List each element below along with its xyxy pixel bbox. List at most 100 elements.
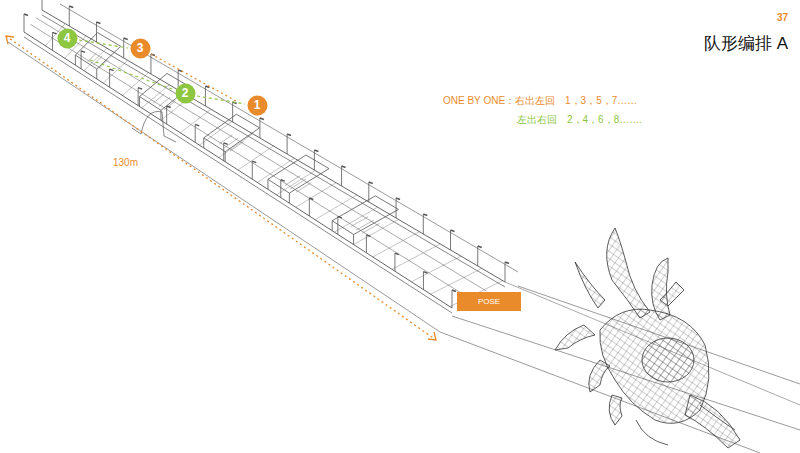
dragon-part [660, 282, 684, 306]
bridge-line [30, 24, 470, 299]
bridge-line [259, 118, 260, 138]
bridge-line [332, 221, 353, 235]
bridge-line [150, 54, 151, 74]
bridge-line [373, 232, 420, 257]
bridge-line [362, 224, 380, 234]
callout-number: 4 [64, 31, 71, 45]
bridge-line [195, 124, 199, 126]
bridge-line [109, 69, 110, 87]
bridge-line [354, 209, 399, 234]
bridge-line [277, 170, 316, 194]
dimension-line [6, 36, 436, 340]
bridge-line [396, 198, 400, 200]
circle-fill [175, 83, 195, 103]
bridge-line [225, 152, 226, 162]
bridge-line [42, 15, 505, 287]
bridge-line [332, 221, 333, 231]
dimension-arrow [6, 36, 14, 44]
callout-circle: 3 [130, 38, 151, 59]
bridge-line [289, 193, 290, 203]
bridge-line [452, 290, 456, 292]
route-line [197, 96, 245, 104]
bridge-line [296, 183, 312, 193]
bridge-line [314, 150, 315, 170]
bridge-line [351, 217, 368, 227]
bridge-line [8, 42, 440, 332]
bridge-line [75, 55, 76, 65]
route-line [79, 40, 128, 48]
bridge-line [451, 230, 455, 232]
bridge-line [52, 32, 53, 50]
circle-fill [57, 28, 77, 48]
bridge-line [24, 32, 452, 308]
bridge-line [396, 198, 397, 218]
bridge-line [368, 182, 369, 202]
bridge-line [225, 128, 259, 152]
page-title: 队形编排 A [704, 34, 788, 54]
bridge-line [280, 180, 281, 198]
bridge-line [164, 101, 176, 110]
bridge-line [139, 97, 140, 107]
bridge-line [309, 198, 313, 200]
bridge-line [431, 268, 482, 294]
bridge-line [225, 138, 238, 148]
bridge-line [204, 114, 237, 138]
bridge-line [24, 14, 28, 16]
bridge-line [440, 332, 760, 453]
circle-fill [247, 95, 267, 115]
bridge-line [159, 97, 170, 106]
route-line [90, 60, 175, 90]
bridge-line [42, 10, 505, 282]
circle-fill [130, 38, 150, 58]
bridge-line [423, 214, 424, 234]
bridge-line [223, 143, 224, 161]
bridge-line [252, 161, 256, 163]
callout-circle: 2 [175, 83, 196, 104]
bridge-line [24, 37, 452, 313]
dragon-part [685, 395, 740, 448]
bridge-line [84, 48, 107, 71]
dragon-part [607, 228, 650, 318]
bridge-line [123, 38, 124, 58]
bridge-line [96, 22, 97, 42]
bridge-line [96, 69, 97, 79]
bridge-line [375, 196, 398, 210]
bridge-line [287, 134, 288, 154]
callout-number: 1 [254, 98, 261, 112]
bridge-line [124, 38, 128, 40]
bridge-line [138, 88, 139, 106]
route-note: ONE BY ONE：右出左回 1，3，5，7…… [443, 95, 637, 107]
box-fill [457, 292, 521, 311]
bridge-line [267, 179, 268, 189]
bridge-line [224, 143, 228, 145]
bridge-line [423, 272, 427, 274]
bridge-line [252, 161, 253, 179]
bridge-line [477, 246, 478, 266]
bridge-line [366, 235, 367, 253]
bridge-line [315, 195, 357, 220]
bridge-line [69, 6, 70, 26]
bridge-line [356, 220, 374, 230]
dimension-arrow [428, 332, 436, 340]
bridge-line [268, 155, 306, 179]
bridge-line [230, 142, 244, 152]
pose-box: POSE [457, 292, 521, 311]
bridge-line [60, 4, 518, 272]
bridge-line [287, 134, 291, 136]
bridge-line [289, 169, 329, 193]
bridge-line [353, 235, 354, 245]
bridge-line [36, 18, 487, 291]
bridge-line [232, 102, 233, 122]
bridge-line [205, 86, 206, 106]
bridge-line [236, 114, 259, 128]
bridge-line [354, 219, 399, 244]
dragon-part [609, 395, 622, 425]
bridge-line [81, 51, 82, 69]
bridge-line [392, 244, 440, 269]
dimension-label: 130m [113, 157, 138, 169]
bridge-arch [141, 111, 164, 136]
route-marks [79, 40, 245, 104]
